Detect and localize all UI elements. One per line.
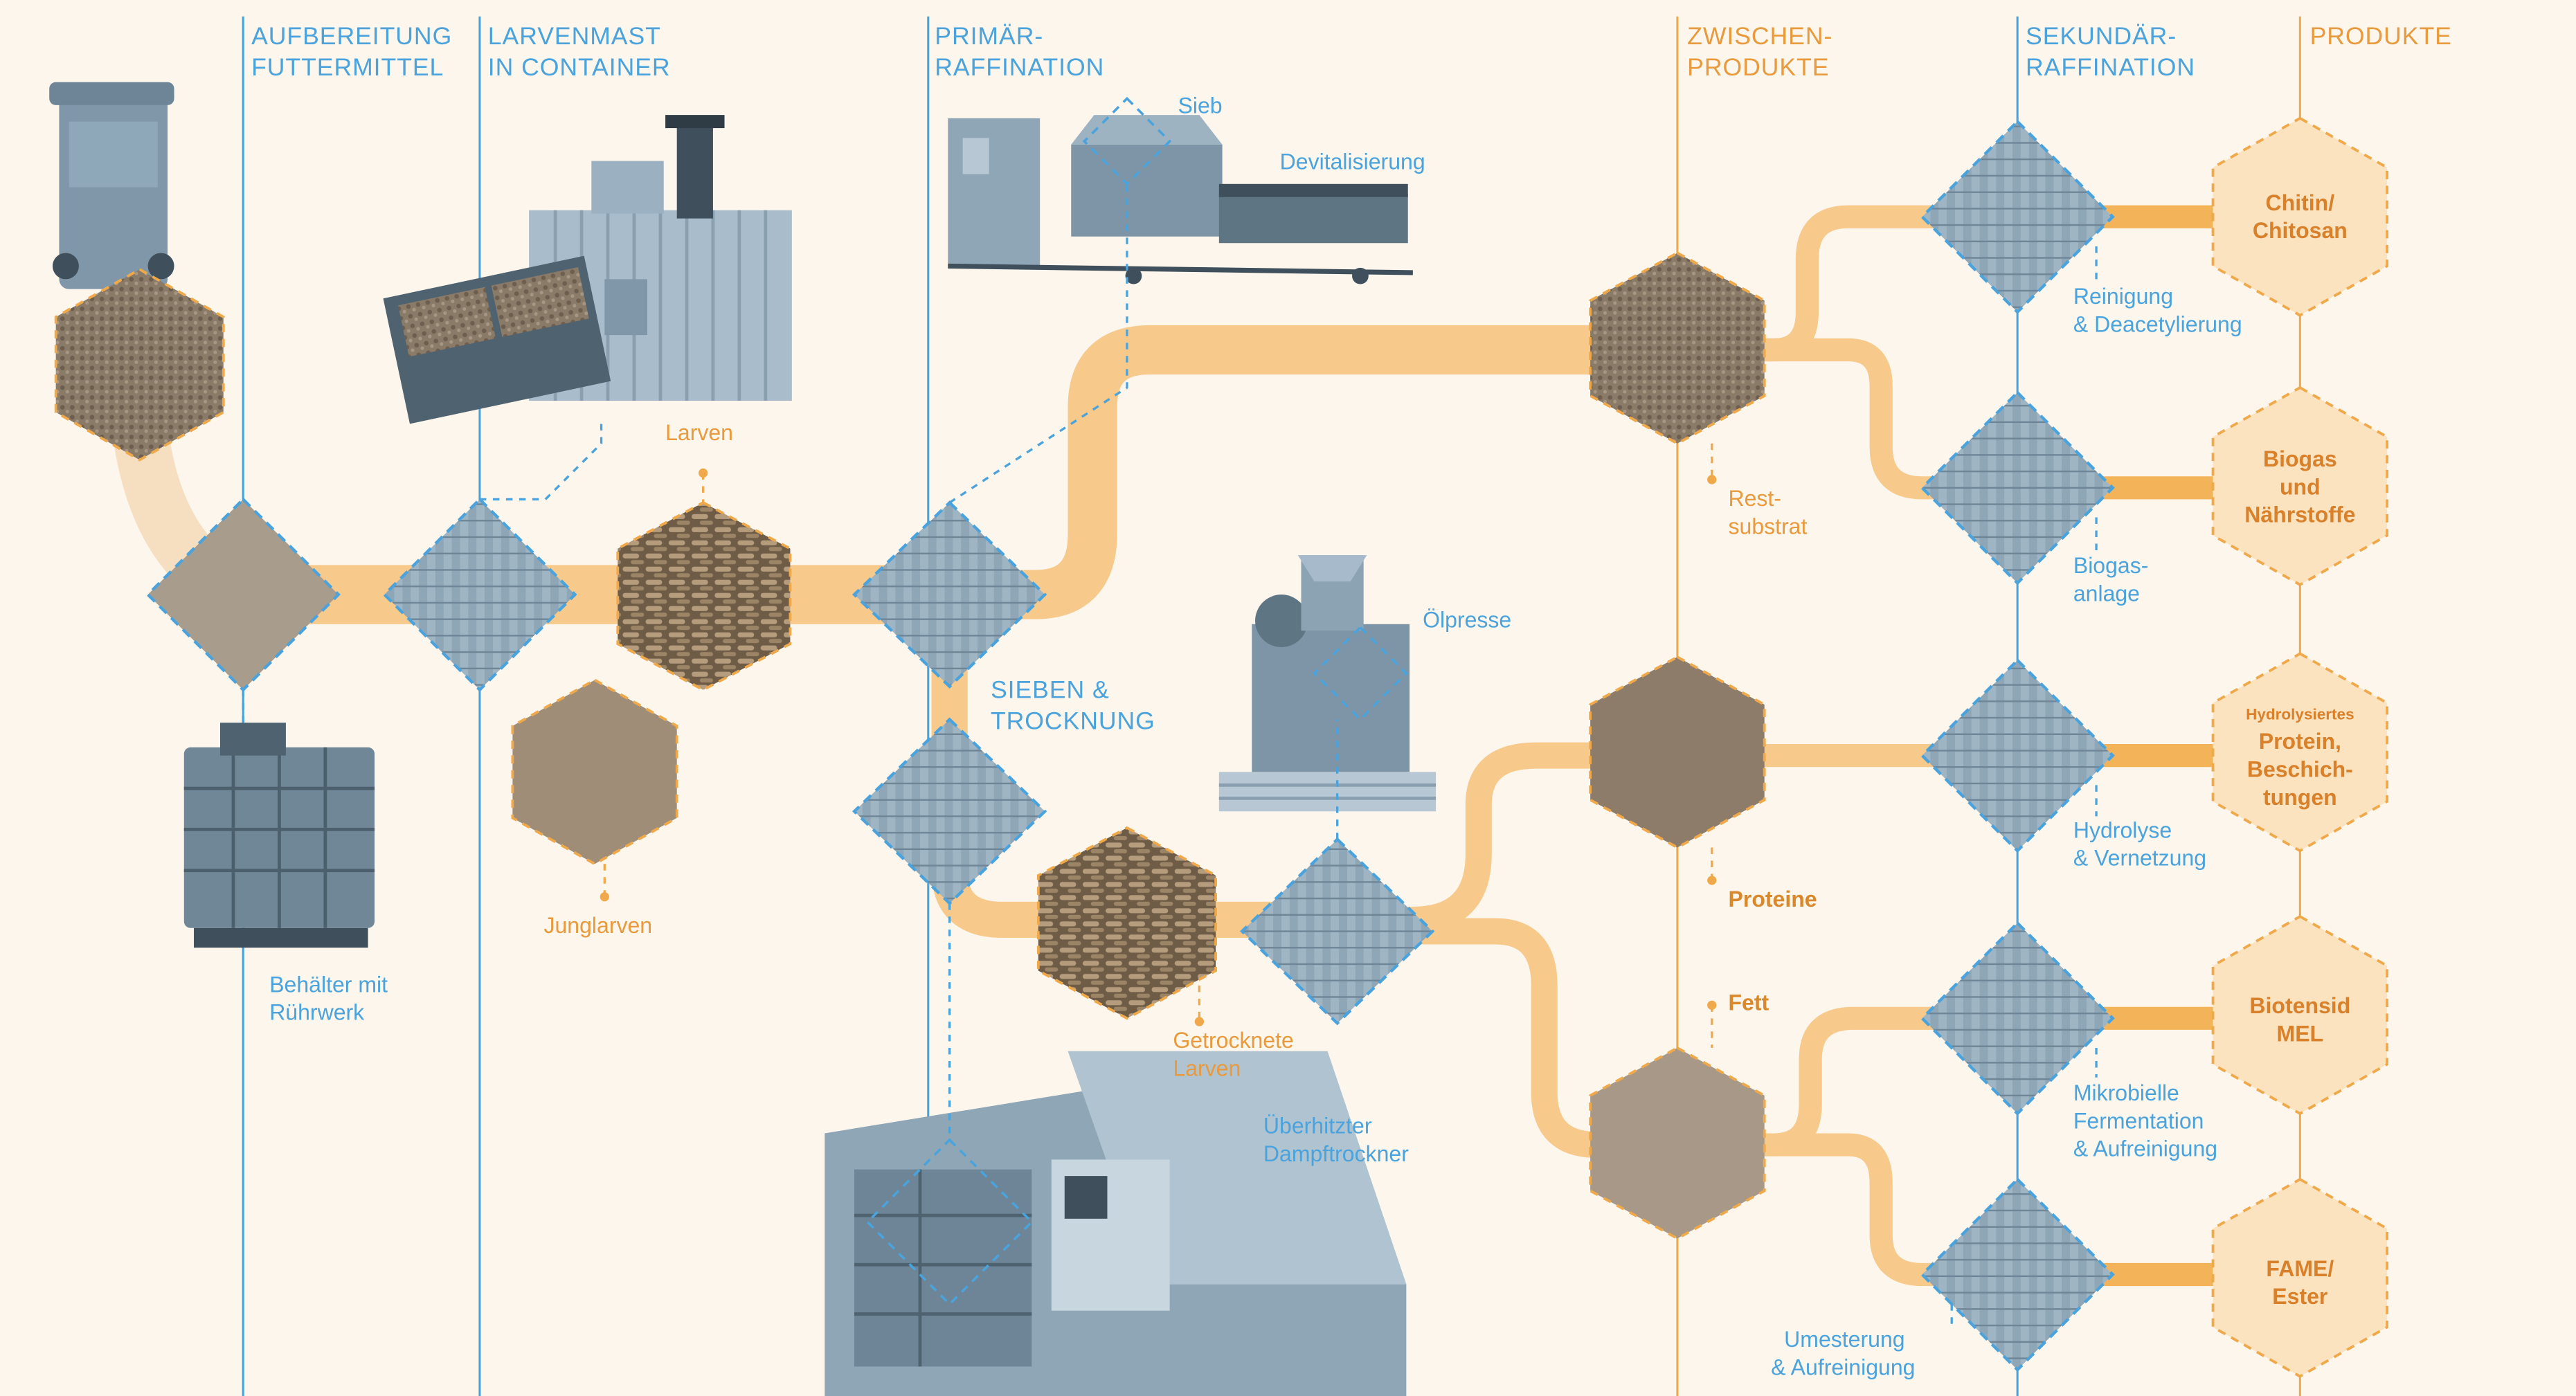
label-devitalisierung: Devitalisierung <box>1280 149 1425 174</box>
label-larven: Larven <box>665 420 733 445</box>
oilpress-icon <box>1218 555 1436 812</box>
material-labels: Larven Junglarven Getrocknete Larven Res… <box>543 420 1817 1080</box>
header-primaer-1: PRIMÄR- <box>935 22 1043 50</box>
hex-food-waste <box>54 268 225 462</box>
product-chitin-1: Chitin/ <box>2266 190 2335 215</box>
hex-larvae <box>616 501 792 691</box>
hex-proteine <box>1589 655 1766 849</box>
sieve-machine-icon <box>948 115 1413 284</box>
label-biogasanlage-2: anlage <box>2073 581 2140 606</box>
product-protein-2: Beschich- <box>2247 756 2353 781</box>
label-mikrobielle-2: Fermentation <box>2073 1108 2204 1133</box>
product-protein-small: Hydrolysiertes <box>2246 705 2354 723</box>
header-larvenmast-2: IN CONTAINER <box>488 53 671 81</box>
label-getrocknete-2: Larven <box>1173 1055 1241 1080</box>
label-proteine: Proteine <box>1729 887 1817 912</box>
label-behaelter-2: Rührwerk <box>269 1000 365 1025</box>
label-hydrolyse-1: Hydrolyse <box>2073 817 2172 842</box>
stage-label-2: TROCKNUNG <box>991 707 1155 735</box>
label-fett: Fett <box>1729 990 1769 1015</box>
diamond-press <box>1239 837 1435 1026</box>
product-biogas-3: Nährstoffe <box>2244 502 2355 527</box>
column-headers: AUFBEREITUNG FUTTERMITTEL LARVENMAST IN … <box>251 22 2452 81</box>
leader-dots <box>600 468 1717 1026</box>
dryer-icon <box>825 1051 1407 1396</box>
label-oelpresse: Ölpresse <box>1423 608 1511 633</box>
product-hex-biogas <box>2211 386 2389 587</box>
stage-label-1: SIEBEN & <box>991 676 1110 704</box>
label-biogasanlage-1: Biogas- <box>2073 553 2149 578</box>
leader-lines <box>242 183 2098 1327</box>
product-hexagons <box>2211 116 2389 1378</box>
product-biotensid-2: MEL <box>2277 1022 2324 1046</box>
header-aufbereitung-1: AUFBEREITUNG <box>251 22 452 50</box>
header-aufbereitung-2: FUTTERMITTEL <box>251 53 444 81</box>
diamond-sieving <box>852 717 1047 906</box>
tank-icon <box>183 723 375 948</box>
label-reinigung-2: & Deacetylierung <box>2073 311 2242 336</box>
label-junglarven: Junglarven <box>543 913 652 938</box>
diamond-umesterung <box>1920 1177 2115 1372</box>
label-restsubstrat-1: Rest- <box>1729 486 1782 511</box>
hex-restsubstrat <box>1589 251 1766 445</box>
label-mikrobielle-3: & Aufreinigung <box>2073 1136 2217 1161</box>
product-hex-biotensid <box>2211 915 2389 1116</box>
label-mikrobielle-1: Mikrobielle <box>2073 1080 2179 1105</box>
diamond-dryer-small <box>865 1138 1034 1306</box>
header-sekundaer-2: RAFFINATION <box>2026 53 2195 81</box>
hexagon-nodes <box>54 251 1766 1240</box>
header-sekundaer-1: SEKUNDÄR- <box>2026 22 2177 50</box>
product-fame-1: FAME/ <box>2266 1256 2334 1281</box>
diamond-chitin <box>1920 119 2115 314</box>
process-labels: Behälter mit Rührwerk Sieb Devitalisieru… <box>269 93 2242 1380</box>
product-biogas-2: und <box>2280 474 2321 499</box>
header-zwischen-2: PRODUKTE <box>1687 53 1829 81</box>
product-protein-3: tungen <box>2263 785 2337 810</box>
label-dampftrockner-2: Dampftrockner <box>1263 1141 1409 1166</box>
header-larvenmast-1: LARVENMAST <box>488 22 661 50</box>
label-umesterung-1: Umesterung <box>1784 1327 1904 1352</box>
flow-paths <box>111 205 2226 1287</box>
container-icon <box>383 115 792 424</box>
product-biogas-1: Biogas <box>2263 446 2337 471</box>
label-behaelter-1: Behälter mit <box>269 972 388 997</box>
label-getrocknete-1: Getrocknete <box>1173 1028 1293 1053</box>
product-chitin-2: Chitosan <box>2253 218 2348 243</box>
product-labels: Chitin/ Chitosan Biogas und Nährstoffe H… <box>2244 190 2355 1309</box>
label-reinigung-1: Reinigung <box>2073 284 2173 309</box>
hex-fett <box>1589 1046 1766 1240</box>
product-fame-2: Ester <box>2272 1284 2327 1309</box>
label-dampftrockner-1: Überhitzter <box>1263 1113 1372 1138</box>
hex-dried-larvae <box>1036 826 1217 1020</box>
hex-young-larvae <box>511 678 678 866</box>
label-hydrolyse-2: & Vernetzung <box>2073 846 2206 871</box>
label-sieb: Sieb <box>1178 93 1223 118</box>
label-restsubstrat-2: substrat <box>1729 514 1808 538</box>
product-hex-fame <box>2211 1177 2389 1378</box>
bin-icon <box>49 82 174 289</box>
product-protein-1: Protein, <box>2259 729 2341 754</box>
label-umesterung-2: & Aufreinigung <box>1771 1354 1915 1379</box>
product-hex-chitin <box>2211 116 2389 317</box>
diamond-primary <box>852 500 1047 689</box>
diamond-rearing <box>382 497 577 692</box>
product-biotensid-1: Biotensid <box>2249 993 2350 1018</box>
header-primaer-2: RAFFINATION <box>935 53 1104 81</box>
header-produkte: PRODUKTE <box>2310 22 2452 50</box>
product-hex-protein <box>2211 652 2389 853</box>
header-zwischen-1: ZWISCHEN- <box>1687 22 1832 50</box>
diamond-sieb-small <box>1082 96 1172 186</box>
